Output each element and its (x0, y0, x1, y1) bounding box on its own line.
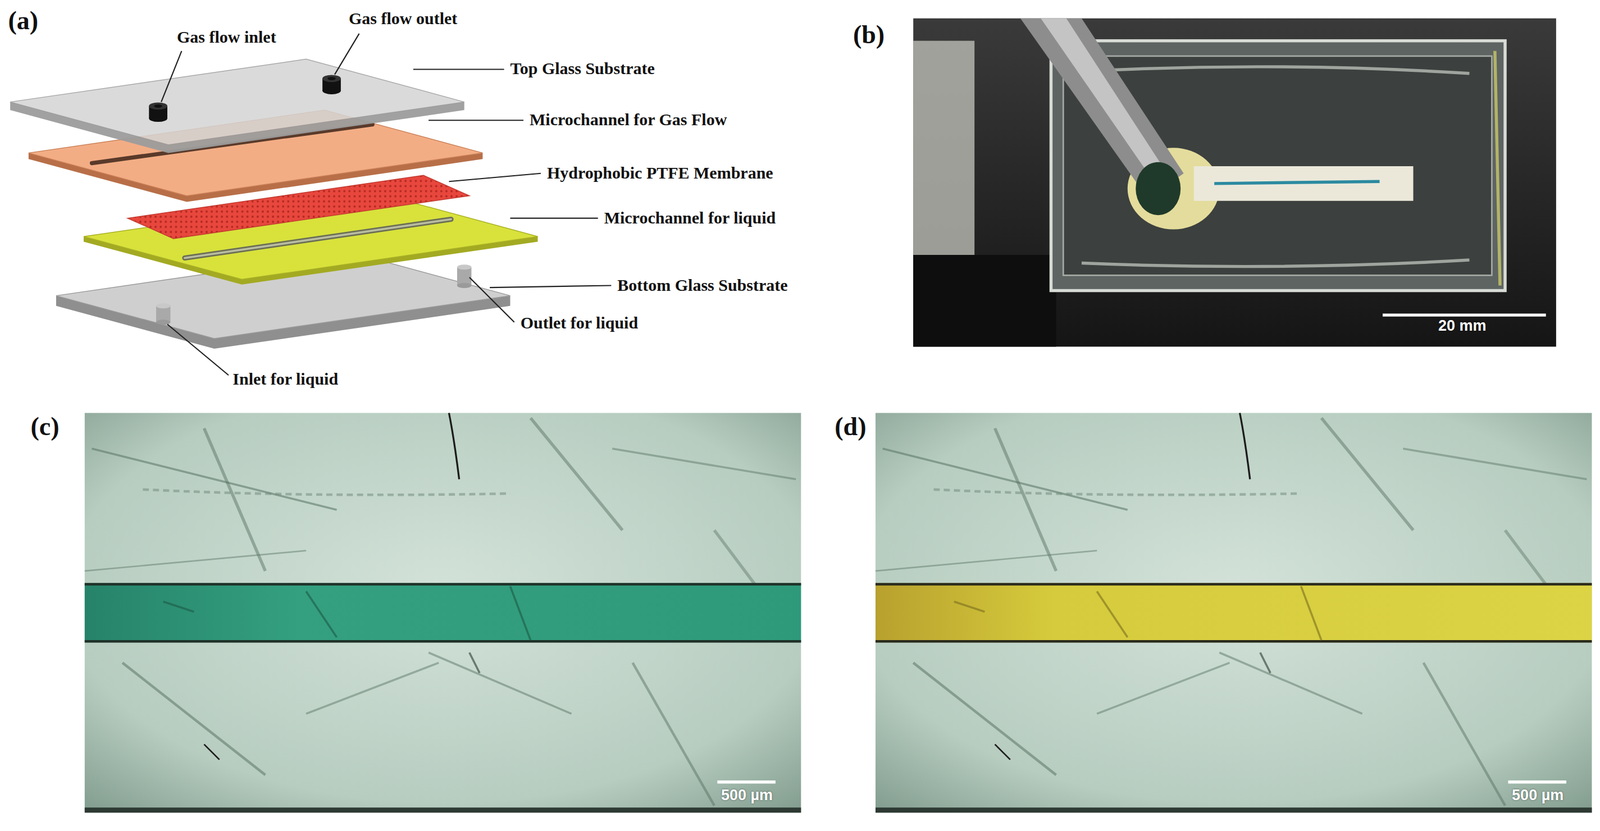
part-label: Hydrophobic PTFE Membrane (546, 163, 774, 184)
panel-label: (b) (853, 20, 885, 50)
part-label: Top Glass Substrate (509, 58, 655, 79)
scale-label: 20 mm (1438, 317, 1487, 335)
part-label: Gas flow outlet (348, 8, 458, 29)
panel-label: (a) (8, 6, 39, 36)
part-label: Bottom Glass Substrate (617, 275, 788, 296)
part-label: Microchannel for liquid (604, 208, 777, 229)
scale-label: 500 µm (721, 786, 773, 805)
panel-label: (c) (30, 412, 60, 442)
part-label: Gas flow inlet (176, 27, 277, 48)
scale-label: 500 µm (1511, 786, 1564, 805)
part-label: Outlet for liquid (520, 313, 638, 334)
panel-label: (d) (834, 412, 866, 442)
part-label: Inlet for liquid (232, 369, 339, 390)
part-label: Microchannel for Gas Flow (529, 110, 727, 130)
